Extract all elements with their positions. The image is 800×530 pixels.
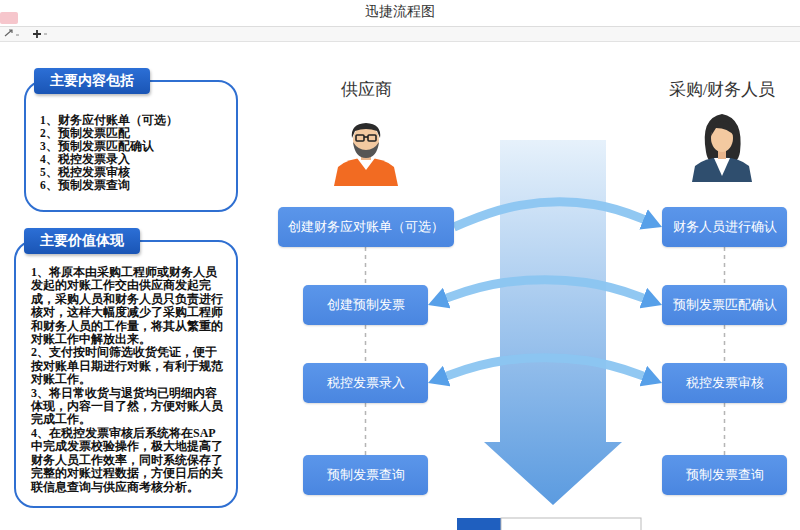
box-label: 创建财务应对账单（可选） xyxy=(288,218,444,236)
title-bar-border xyxy=(0,26,800,27)
staff-suit xyxy=(692,157,752,182)
process-box: 税控发票审核 xyxy=(662,363,787,403)
box-label: 税控发票审核 xyxy=(686,374,764,392)
process-box: 预制发票查询 xyxy=(303,455,428,495)
app-title: 迅捷流程图 xyxy=(365,3,435,21)
flow-curved-arrow xyxy=(454,202,649,227)
toolbar-caret xyxy=(16,35,19,36)
panel-heading: 主要价值体现 xyxy=(24,228,140,254)
panel-item: 4、在税控发票审核后系统将在SAP中完成发票校验操作，极大地提高了财务人员工作效… xyxy=(31,427,224,494)
process-box: 预制发票匹配确认 xyxy=(662,285,787,325)
staff-fringe xyxy=(711,121,734,136)
bottom-box xyxy=(501,518,641,530)
main-flow-arrow xyxy=(484,140,622,505)
supplier-glasses xyxy=(356,135,376,141)
save-tag xyxy=(0,12,18,24)
flow-dashed-line xyxy=(724,403,726,455)
flow-dashed-line xyxy=(724,325,726,363)
toolbar-caret xyxy=(44,34,47,35)
box-label: 创建预制发票 xyxy=(327,296,405,314)
supplier-icon xyxy=(334,123,398,186)
toolbar-icon xyxy=(5,30,12,36)
flow-dashed-line xyxy=(365,325,367,363)
flow-dashed-line xyxy=(724,247,726,285)
process-box: 创建预制发票 xyxy=(303,285,428,325)
lane-title: 采购/财务人员 xyxy=(669,78,776,101)
toolbar-border xyxy=(0,41,800,42)
title-bar xyxy=(0,0,800,26)
toolbar xyxy=(0,27,800,41)
panel-item: 2、支付按时间筛选收货凭证，便于按对账单日期进行对账，有利于规范对账工作。 xyxy=(31,346,224,386)
process-box: 预制发票查询 xyxy=(662,455,787,495)
box-label: 预制发票查询 xyxy=(686,466,764,484)
box-label: 预制发票查询 xyxy=(327,466,405,484)
supplier-beard xyxy=(353,142,379,158)
panel-item: 3、预制发票匹配确认 xyxy=(40,140,224,153)
flow-curved-arrow xyxy=(441,358,649,378)
staff-hair xyxy=(705,114,741,166)
finance-staff-icon xyxy=(692,114,752,182)
panel-item: 2、预制发票匹配 xyxy=(40,127,224,140)
box-label: 财务人员进行确认 xyxy=(673,218,777,236)
panel-item: 5、税控发票审核 xyxy=(40,166,224,179)
panel-item: 4、税控发票录入 xyxy=(40,153,224,166)
lane-title: 供应商 xyxy=(341,78,392,101)
bottom-tag xyxy=(457,518,501,530)
panel-item: 3、将日常收货与退货均已明细内容体现，内容一目了然，方便对账人员完成工作。 xyxy=(31,387,224,427)
process-box: 创建财务应对账单（可选） xyxy=(278,207,454,247)
panel-item: 1、财务应付账单（可选） xyxy=(40,114,224,127)
box-label: 税控发票录入 xyxy=(327,374,405,392)
info-panel: 主要价值体现1、将原本由采购工程师或财务人员发起的对账工作交由供应商发起完成，采… xyxy=(14,240,238,508)
info-panel: 主要内容包括1、财务应付账单（可选）2、预制发票匹配3、预制发票匹配确认4、税控… xyxy=(24,80,238,212)
process-box: 税控发票录入 xyxy=(303,363,428,403)
flow-dashed-line xyxy=(365,403,367,455)
flow-dashed-line xyxy=(365,247,367,285)
toolbar-plus-icon xyxy=(33,30,41,38)
staff-shirt xyxy=(714,158,730,176)
flow-curved-arrow xyxy=(441,280,649,300)
panel-item: 1、将原本由采购工程师或财务人员发起的对账工作交由供应商发起完成，采购人员和财务… xyxy=(31,266,224,346)
process-box: 财务人员进行确认 xyxy=(662,207,787,247)
panel-item: 6、预制发票查询 xyxy=(40,179,224,192)
box-label: 预制发票匹配确认 xyxy=(673,296,777,314)
panel-heading: 主要内容包括 xyxy=(34,68,150,94)
supplier-shirt xyxy=(334,158,398,186)
